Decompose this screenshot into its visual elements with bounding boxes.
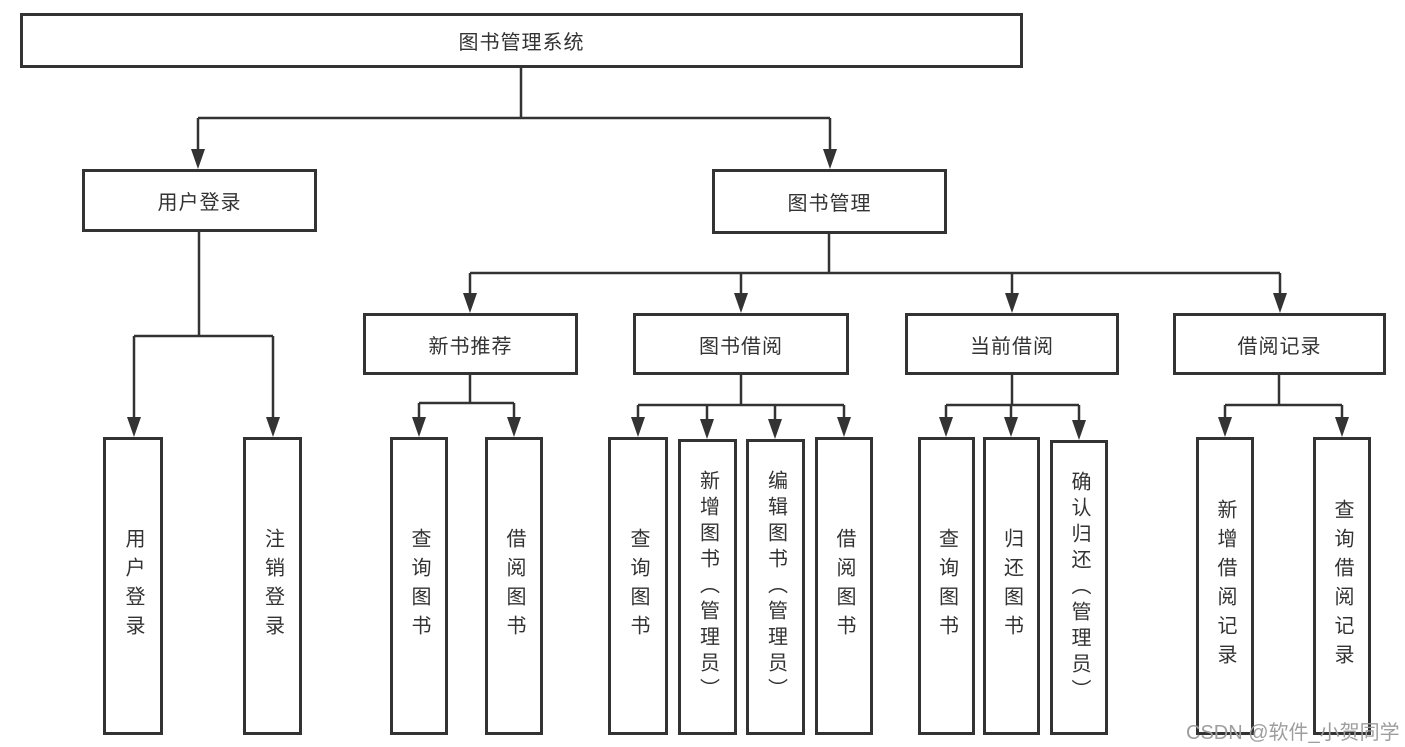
node-label: 查询图书 [935,528,958,644]
node-label: 用户登录 [157,192,242,214]
node-label: 查询图书 [408,528,430,644]
node-user-login-leaf: 用户登录 [103,437,163,735]
node-logout: 注销登录 [243,437,302,735]
node-label: 当前借阅 [970,335,1054,358]
node-query-borrow-record: 查询借阅记录 [1313,437,1371,735]
node-current-borrowing: 当前借阅 [905,313,1119,375]
node-query-books: 查询图书 [608,437,668,735]
node-query-books: 查询图书 [918,437,975,735]
node-label: 查询借阅记录 [1331,499,1353,673]
node-query-books: 查询图书 [390,437,448,735]
node-label: 新增图书（管理员） [696,470,719,704]
node-user-login: 用户登录 [82,169,317,232]
node-label: 用户登录 [122,528,144,644]
node-label: 新增借阅记录 [1214,499,1236,673]
node-label: 新书推荐 [428,335,513,358]
node-book-management: 图书管理 [712,169,947,234]
node-label: 编辑图书（管理员） [764,470,787,704]
node-add-books-admin: 新增图书（管理员） [678,439,737,735]
node-label: 借阅记录 [1237,335,1322,358]
node-label: 确认归还（管理员） [1068,470,1090,705]
node-label: 查询图书 [627,528,649,644]
node-label: 图书借阅 [699,335,783,358]
node-add-borrow-record: 新增借阅记录 [1196,437,1254,735]
node-edit-books-admin: 编辑图书（管理员） [746,439,805,735]
node-label: 图书管理系统 [458,32,585,54]
node-label: 图书管理 [787,193,872,215]
node-library-management-system: 图书管理系统 [20,13,1023,68]
node-label: 注销登录 [261,528,284,644]
node-new-book-recommendation: 新书推荐 [363,313,578,375]
node-return-books: 归还图书 [983,437,1040,735]
node-label: 借阅图书 [503,528,525,644]
arrowheads [127,149,1349,440]
node-borrowing-records: 借阅记录 [1173,313,1386,375]
node-borrow-books: 借阅图书 [815,437,873,735]
node-label: 借阅图书 [833,528,855,644]
node-label: 归还图书 [1000,528,1023,644]
node-borrow-books: 借阅图书 [485,437,543,735]
node-book-borrowing: 图书借阅 [633,313,849,375]
csdn-watermark: CSDN @软件_小贺同学 [1186,722,1400,744]
node-confirm-return-admin: 确认归还（管理员） [1050,440,1108,735]
